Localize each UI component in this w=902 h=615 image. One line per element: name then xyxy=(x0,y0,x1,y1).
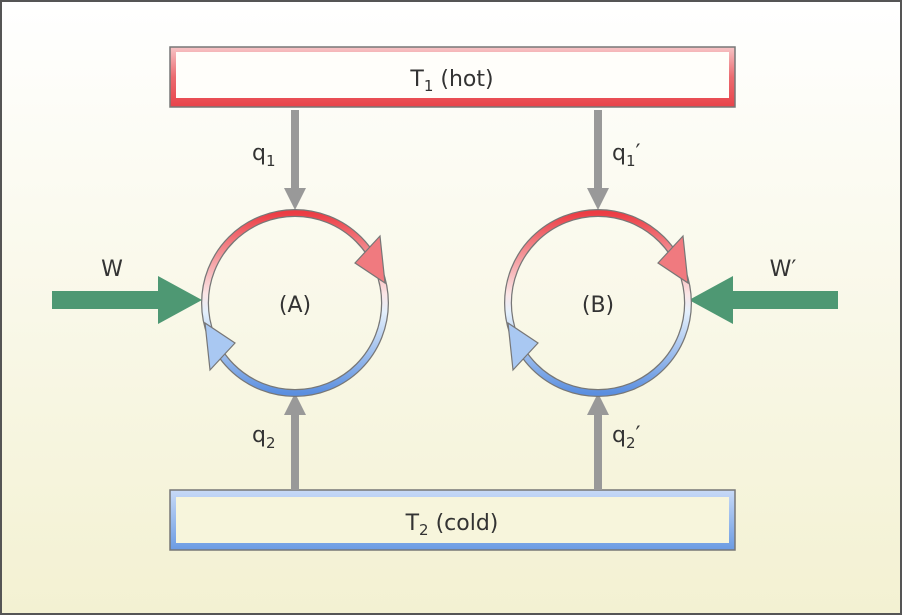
q2-b-label: q2′ xyxy=(612,423,641,452)
heat-arrow-q2-b xyxy=(587,393,609,490)
engine-a-label: (A) xyxy=(279,293,311,318)
work-b-label: W′ xyxy=(770,257,797,282)
work-arrow-b xyxy=(689,276,838,324)
work-a-label: W xyxy=(101,257,123,282)
work-arrow-a xyxy=(52,276,202,324)
cold-reservoir: T2 (cold) xyxy=(169,489,736,551)
heat-arrow-q1-b xyxy=(587,110,609,210)
hot-reservoir-label: T1 (hot) xyxy=(409,67,493,95)
cold-reservoir-label: T2 (cold) xyxy=(405,511,499,539)
engine-b-label: (B) xyxy=(582,293,614,318)
heat-arrow-q2-a xyxy=(284,393,306,490)
q1-b-label: q1′ xyxy=(612,141,641,170)
q2-a-label: q2 xyxy=(252,423,276,452)
q1-a-label: q1 xyxy=(252,141,276,170)
heat-arrow-q1-a xyxy=(284,110,306,210)
hot-reservoir: T1 (hot) xyxy=(169,46,736,108)
